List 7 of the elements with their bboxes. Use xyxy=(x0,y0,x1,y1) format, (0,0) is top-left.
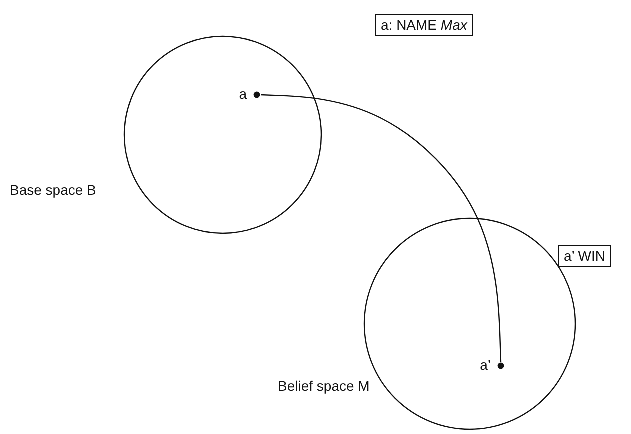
element-label: a xyxy=(239,86,247,102)
frame-label: a: NAME Max xyxy=(375,14,474,36)
space-label: Base space B xyxy=(10,182,96,198)
mapping-connector xyxy=(260,94,502,362)
element-label: a’ xyxy=(480,357,491,373)
frame-label: a’ WIN xyxy=(558,245,612,267)
space-label: Belief space M xyxy=(278,378,370,394)
